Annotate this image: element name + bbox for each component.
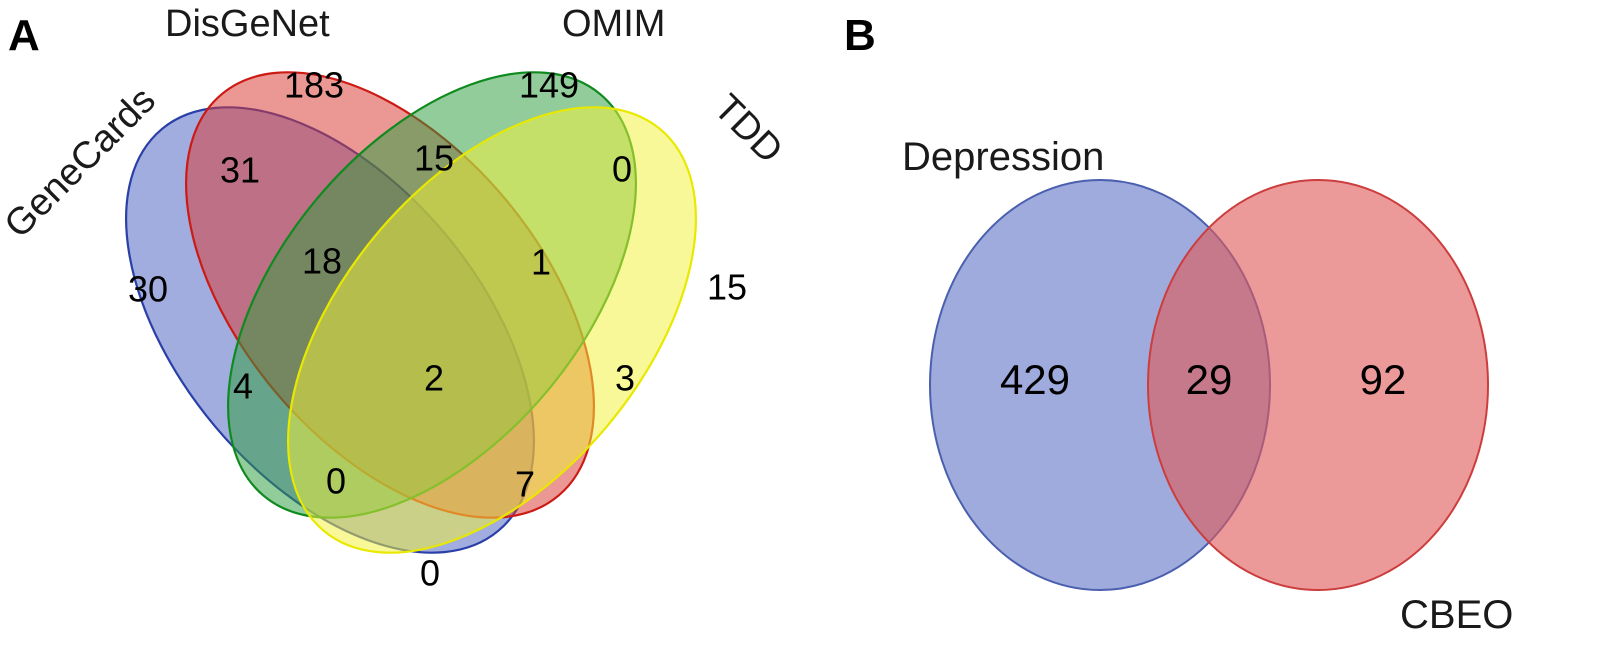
venn2-svg: B Depression CBEO 429 29 92 — [844, 11, 1513, 637]
count-disgenet-tdd: 3 — [615, 358, 635, 399]
set-label-tdd: TDD — [706, 87, 791, 172]
panel-a: A GeneCards DisGeNet OMIM TDD 30 183 149… — [0, 3, 791, 627]
set-circle-cbeo[interactable] — [1147, 179, 1489, 591]
count-disgenet-omim-tdd: 1 — [531, 242, 551, 283]
count-intersection: 29 — [1186, 356, 1233, 403]
count-depression-only: 429 — [1000, 356, 1070, 403]
count-genecards-only: 30 — [128, 269, 168, 310]
count-genecards-omim-tdd: 0 — [326, 461, 346, 502]
panel-letter-b: B — [844, 11, 876, 60]
venn4-counts: 30 183 149 15 31 15 0 18 4 1 2 3 0 7 0 — [128, 65, 747, 594]
set-label-depression: Depression — [902, 135, 1104, 179]
panel-letter-a: A — [8, 11, 40, 60]
count-genecards-tdd: 0 — [420, 553, 440, 594]
count-omim-only: 149 — [519, 65, 579, 106]
venn2-shapes — [929, 179, 1489, 591]
set-label-omim: OMIM — [562, 3, 665, 45]
count-disgenet-omim: 15 — [414, 138, 454, 179]
count-genecards-omim: 4 — [233, 366, 253, 407]
count-disgenet-only: 183 — [284, 65, 344, 106]
set-label-cbeo: CBEO — [1400, 593, 1513, 637]
count-omim-tdd: 0 — [612, 149, 632, 190]
venn4-svg: A GeneCards DisGeNet OMIM TDD 30 183 149… — [0, 3, 791, 627]
set-ellipse-tdd[interactable] — [209, 33, 776, 627]
count-tdd-only: 15 — [707, 267, 747, 308]
panel-b: B Depression CBEO 429 29 92 — [800, 0, 1600, 646]
count-genecards-disgenet: 31 — [220, 150, 260, 191]
set-label-disgenet: DisGeNet — [165, 3, 330, 45]
count-genecards-disgenet-tdd: 7 — [515, 464, 535, 505]
count-all-four: 2 — [424, 358, 444, 399]
count-cbeo-only: 92 — [1360, 356, 1407, 403]
venn2-counts: 429 29 92 — [1000, 356, 1406, 403]
venn4-shapes — [125, 33, 776, 627]
count-genecards-disgenet-omim: 18 — [302, 241, 342, 282]
